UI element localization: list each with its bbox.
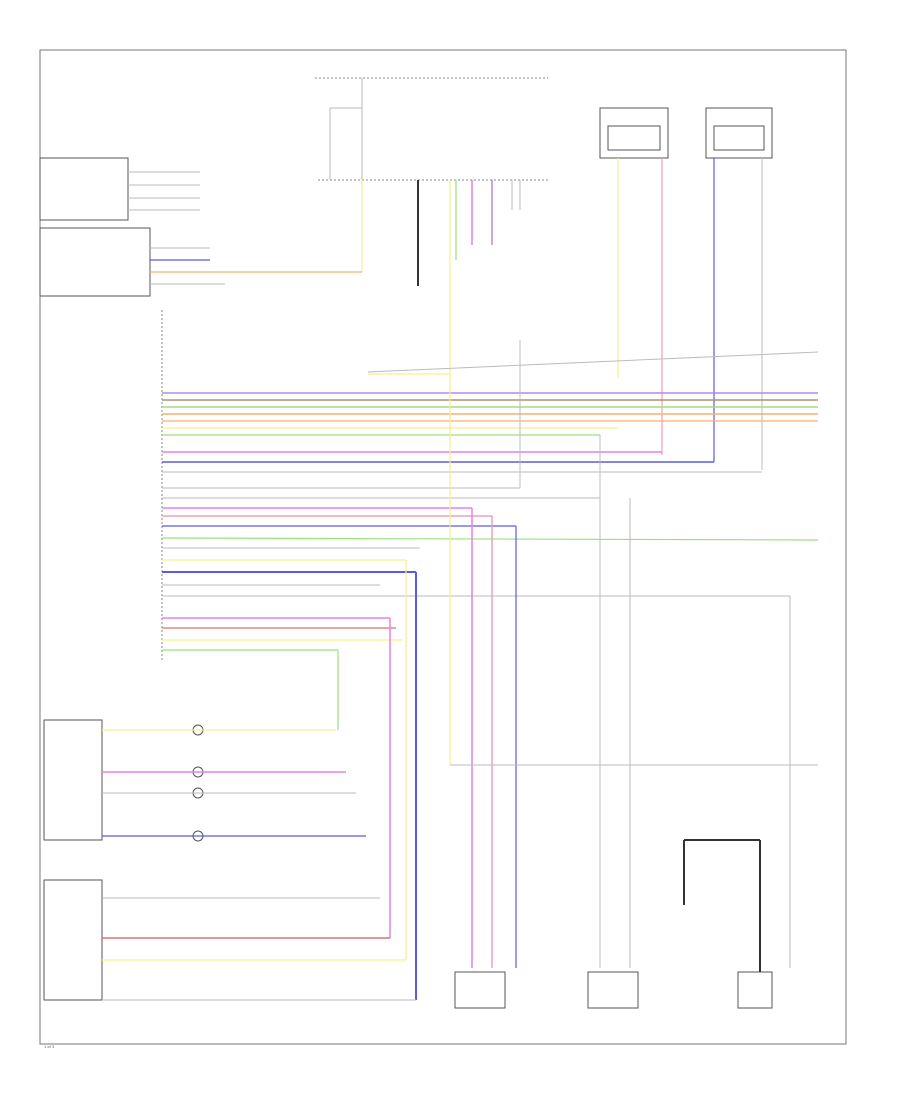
footer-text: 1 of 3 [44,1045,54,1049]
diagram-frame [39,49,847,1045]
bottom-switch-right [737,971,773,1009]
module-box-middle-left [39,227,151,297]
lower-left-module-1 [43,719,103,841]
bus-green-16 [161,537,819,541]
left-sensor-box [599,107,669,159]
bottom-switch-left [454,971,506,1009]
module-box-upper-left [39,157,129,221]
wire-gray-main [367,351,819,373]
right-sensor-box [705,107,773,159]
lower-left-module-2 [43,879,103,1001]
left-sensor-inner [607,125,661,151]
right-sensor-inner [713,125,765,151]
bottom-switch-middle [587,971,639,1009]
